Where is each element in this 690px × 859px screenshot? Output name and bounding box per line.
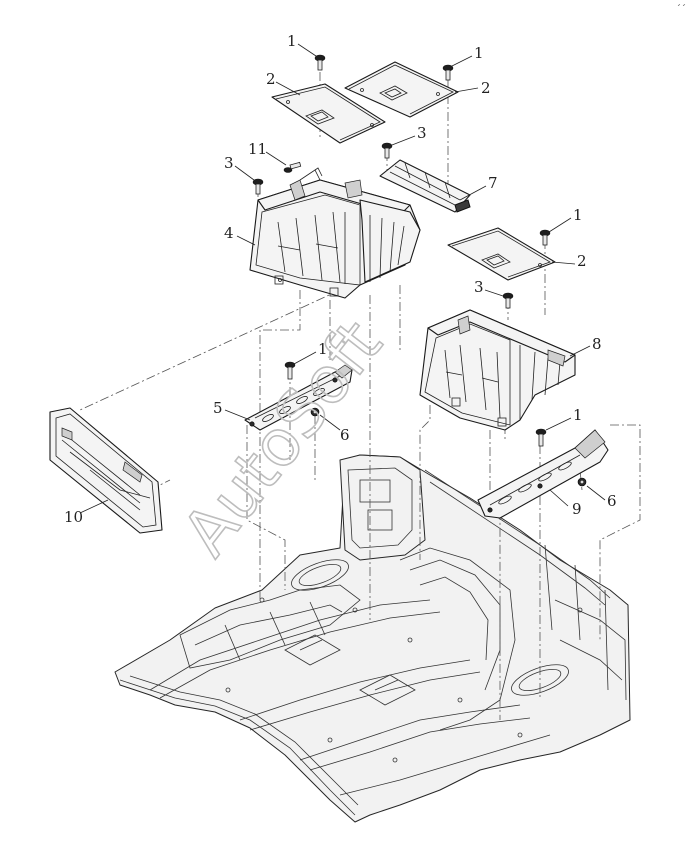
corner-mark: ´´: [676, 3, 686, 15]
callout-6: 6: [340, 426, 350, 444]
callout-3: 3: [417, 124, 427, 142]
callout-1: 1: [573, 206, 583, 224]
callout-11: 11: [248, 140, 267, 158]
callout-1: 1: [573, 406, 583, 424]
part-2-cover-plate-left: [271, 83, 386, 144]
callout-10: 10: [64, 508, 83, 526]
bolt-1-right-bracket: [535, 428, 547, 447]
callout-1: 1: [287, 32, 297, 50]
nut-6-right: [577, 477, 587, 487]
floor-pan: [114, 454, 631, 823]
callout-2: 2: [577, 252, 587, 270]
bolt-1-left-bracket: [284, 361, 296, 380]
callout-4: 4: [224, 224, 234, 242]
callout-5: 5: [213, 399, 223, 417]
part-4-compartment-box: [249, 167, 421, 299]
part-10-side-panel: [49, 407, 163, 534]
part-2-cover-plate-mid: [447, 227, 556, 281]
callout-6: 6: [607, 492, 617, 510]
callout-3: 3: [474, 278, 484, 296]
callout-labels: 1 1 2 2 11 3 3 7 4 1 2 3 8 1 5 6 1 10 9 …: [64, 32, 617, 526]
callout-2: 2: [266, 70, 276, 88]
bolt-3-center: [381, 142, 393, 159]
callout-8: 8: [592, 335, 602, 353]
part-2-cover-plate-right: [344, 61, 459, 118]
callout-1: 1: [474, 44, 484, 62]
callout-2: 2: [481, 79, 491, 97]
part-5-bracket: [244, 364, 353, 431]
leader-lines: [79, 43, 606, 514]
callout-1: 1: [318, 340, 328, 358]
bolt-1-top-right: [442, 64, 454, 81]
part-9-bracket: [477, 429, 609, 519]
bolt-3-right: [502, 292, 514, 309]
bolt-11: [283, 161, 302, 173]
callout-7: 7: [488, 174, 498, 192]
nut-6-left: [310, 407, 320, 417]
part-8-compartment-box: [419, 309, 576, 431]
bolt-3-left: [252, 178, 264, 195]
callout-3: 3: [224, 154, 234, 172]
bolt-1-mid-right: [539, 229, 551, 246]
bolt-1-top-left: [314, 54, 326, 71]
callout-9: 9: [572, 500, 582, 518]
